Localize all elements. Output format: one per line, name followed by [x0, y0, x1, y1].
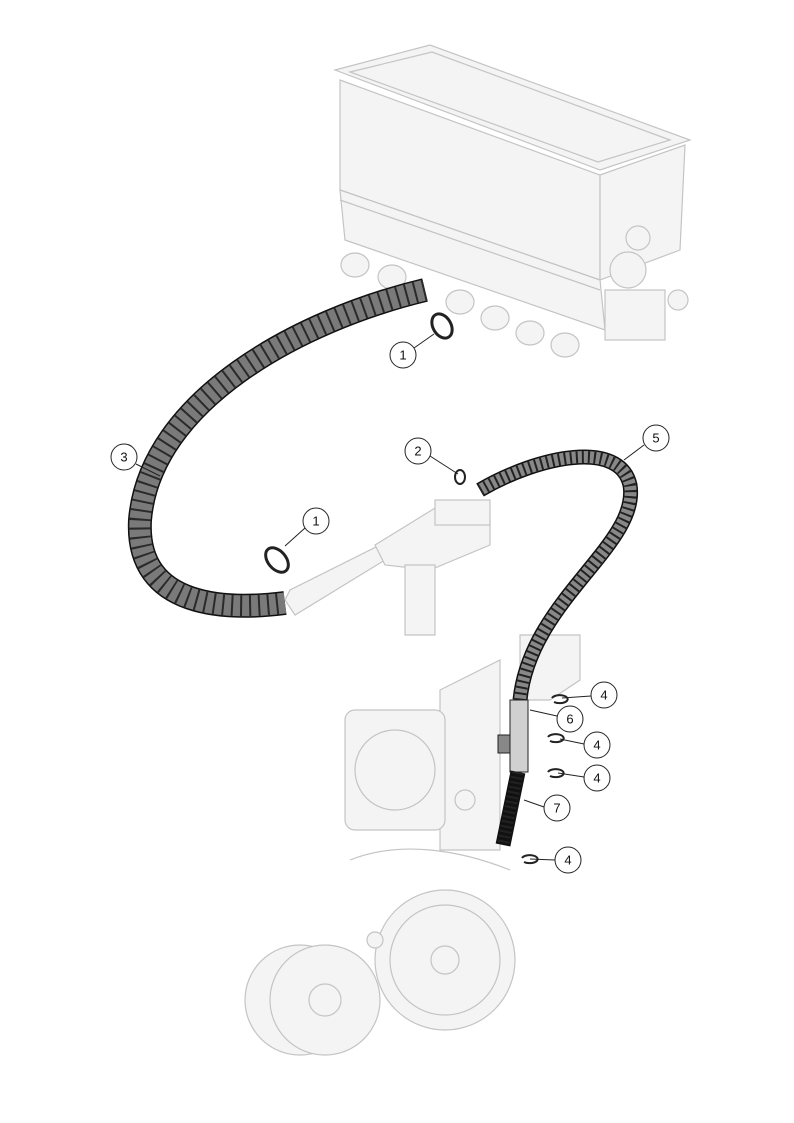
svg-text:4: 4	[593, 738, 600, 753]
callout-5: 5	[642, 424, 670, 452]
callout-2: 2	[404, 437, 432, 465]
svg-text:4: 4	[564, 853, 571, 868]
hose-clamp-icon	[264, 546, 290, 574]
small-clamp-icon	[454, 469, 466, 485]
seed-hopper	[333, 44, 692, 358]
distribution-manifold	[284, 499, 491, 636]
svg-text:5: 5	[652, 431, 659, 446]
svg-text:4: 4	[600, 688, 607, 703]
svg-text:6: 6	[566, 712, 573, 727]
callout-4b: 4	[583, 731, 611, 759]
svg-text:1: 1	[312, 514, 319, 529]
leader-lines	[135, 333, 645, 861]
svg-text:2: 2	[414, 444, 421, 459]
callout-4a: 4	[590, 681, 618, 709]
callout-6: 6	[556, 705, 584, 733]
hopper-outlets	[340, 252, 580, 358]
svg-text:4: 4	[593, 771, 600, 786]
planter-row-unit	[244, 634, 581, 1056]
svg-text:7: 7	[553, 801, 560, 816]
large-hose	[127, 278, 428, 618]
callout-1b: 1	[302, 507, 330, 535]
lower-hose	[495, 770, 526, 847]
seed-tube-hose	[476, 449, 639, 701]
hose-clamp-icon	[430, 312, 454, 340]
callout-7: 7	[543, 794, 571, 822]
hose-adapter	[497, 699, 529, 773]
callout-4d: 4	[554, 846, 582, 874]
retaining-clip-icons	[521, 694, 569, 865]
svg-text:1: 1	[399, 348, 406, 363]
callout-3: 3	[110, 443, 138, 471]
callout-4c: 4	[583, 764, 611, 792]
svg-text:3: 3	[120, 450, 127, 465]
callout-1a: 1	[389, 341, 417, 369]
